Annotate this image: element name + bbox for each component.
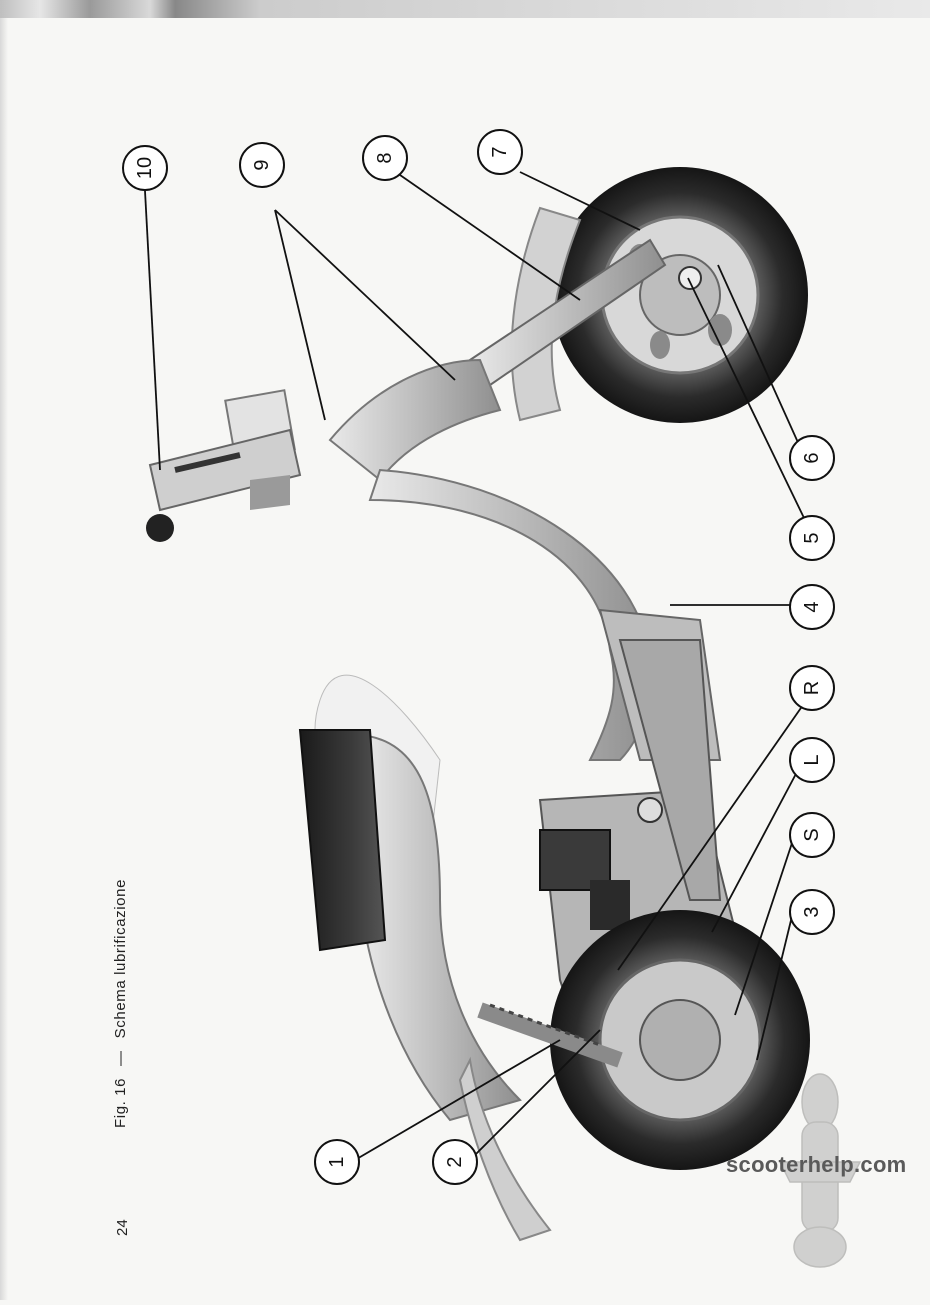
callout-7: 7 [477,129,523,175]
rear-wheel [550,910,810,1170]
rear-body-panel [359,733,522,1122]
callout-group: 10 9 8 7 6 5 4 R L S 3 2 1 [122,129,835,1185]
svg-text:1: 1 [326,1156,348,1167]
watermark-text: scooterhelp.com [726,1152,907,1177]
leader-9a [274,209,326,421]
leader-7 [519,171,641,231]
svg-text:4: 4 [801,601,823,612]
callout-1: 1 [314,1139,360,1185]
svg-text:5: 5 [801,532,823,543]
svg-text:8: 8 [374,152,396,163]
rear-shock-absorber [477,1002,623,1068]
leader-9b [274,209,456,381]
leader-8 [399,174,581,301]
leader-10 [144,190,161,471]
frame-tube [368,468,652,761]
callout-3: 3 [789,889,835,935]
leader-lines [144,171,806,1161]
svg-text:3: 3 [801,906,823,917]
callout-5: 5 [789,515,835,561]
handlebar [146,389,302,542]
callout-10: 10 [122,145,168,191]
svg-text:L: L [801,754,823,765]
leader-6 [717,264,806,459]
svg-text:R: R [801,681,823,695]
figure-label: Fig. 16 [112,1077,129,1128]
page-left-edge [0,18,8,1300]
figure-dash: — [112,1050,129,1066]
callout-S: S [789,812,835,858]
leader-R [617,704,804,971]
svg-text:S: S [801,828,823,841]
page-number: 24 [114,1219,131,1236]
scooter-watermark-logo [778,1073,862,1268]
callout-2: 2 [432,1139,478,1185]
svg-text:10: 10 [134,157,156,179]
figure-caption: Fig. 16 — Schema lubrificazione [112,867,129,1128]
svg-text:6: 6 [801,452,823,463]
leader-1 [354,1039,561,1161]
callout-L: L [789,737,835,783]
callout-6: 6 [789,435,835,481]
leader-2 [469,1029,601,1161]
chassis-rail [618,639,722,901]
svg-text:7: 7 [489,146,511,157]
svg-text:9: 9 [251,159,273,170]
callout-9: 9 [239,142,285,188]
seat [298,729,387,952]
svg-text:2: 2 [444,1156,466,1167]
leader-3 [756,911,794,1061]
callout-R: R [789,665,835,711]
steering-column [328,358,502,482]
rear-mudguard [458,1056,552,1242]
callout-4: 4 [789,584,835,630]
callout-8: 8 [362,135,408,181]
figure-title: Schema lubrificazione [112,878,129,1039]
leader-5 [687,277,806,521]
leader-S [734,839,794,1016]
leader-L [711,769,799,933]
scan-edge-strip [0,0,930,18]
